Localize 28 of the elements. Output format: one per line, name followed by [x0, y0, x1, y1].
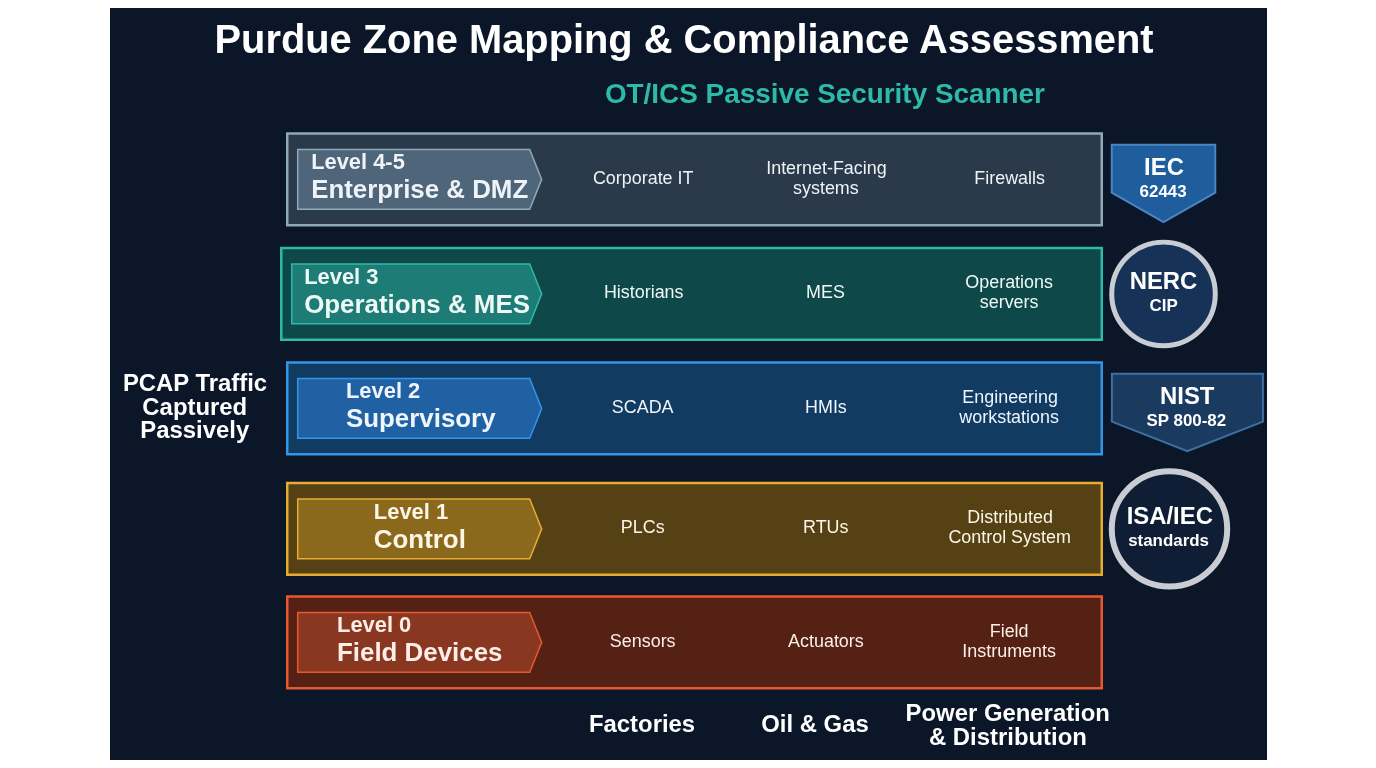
node-text: HMIs [804, 396, 847, 417]
label: Factories [588, 710, 695, 738]
node-text: Corporate IT [592, 167, 693, 188]
label: Power Generation & Distribution [905, 699, 1110, 751]
node-text: RTUs [802, 517, 848, 538]
node-text: Internet-Facing systems [765, 157, 887, 198]
node-text: Actuators [787, 630, 864, 651]
node-text: Engineering workstations [958, 386, 1059, 427]
node-text: SCADA [611, 396, 674, 417]
node-text: Field Instruments [961, 620, 1056, 661]
cluster [285, 132, 1103, 227]
node-circle: NERC CIP [1108, 239, 1218, 349]
node-text: Distributed Control System [947, 507, 1071, 548]
cluster [279, 246, 1103, 341]
node-text: Firewalls [973, 167, 1045, 188]
label: OT/ICS Passive Security Scanner [604, 77, 1045, 109]
node-text: MES [805, 282, 845, 303]
label: Oil & Gas [760, 710, 869, 738]
cluster [285, 361, 1103, 456]
node-text: Operations servers [964, 272, 1053, 313]
label: PCAP Traffic Captured Passively [122, 368, 267, 444]
node-text: Sensors [609, 630, 676, 651]
cluster [285, 481, 1103, 576]
node-text: PLCs [620, 517, 665, 538]
cluster [285, 595, 1103, 690]
node-circle: ISA/IEC standards [1108, 468, 1230, 590]
node-text: Historians [603, 282, 683, 303]
diagram-title: Purdue Zone Mapping & Compliance Assessment [214, 16, 1154, 61]
